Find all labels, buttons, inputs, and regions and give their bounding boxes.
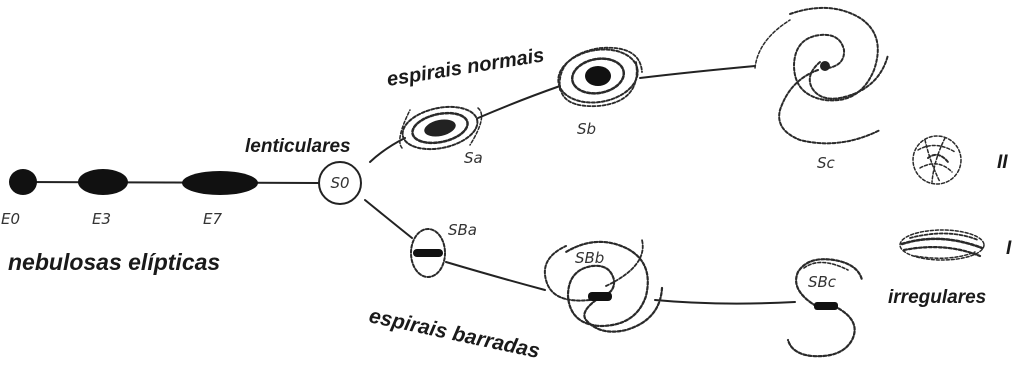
label-sc: Sc [817,154,836,172]
label-s0: S0 [330,174,349,192]
label-irregular-i: I [1006,238,1012,259]
galaxy-sc [755,8,888,143]
galaxy-e0 [9,169,37,195]
label-sba: SBa [448,221,477,239]
label-e0: E0 [1,210,20,228]
line-sa-to-sb [478,86,560,118]
line-sba-to-sbb [446,262,545,290]
galaxy-e7 [182,171,258,195]
elliptical-sequence-line [22,182,318,183]
caption-elliptical: nebulosas elípticas [8,249,220,275]
caption-barred-spirals: espirais barradas [367,304,542,363]
galaxy-e3 [78,169,128,195]
label-sb: Sb [577,120,596,138]
label-irregular-ii: II [997,152,1008,173]
label-e7: E7 [203,210,222,228]
line-sb-to-sc [640,66,755,78]
label-sbb: SBb [575,249,604,267]
label-e3: E3 [92,210,111,228]
galaxy-sb [554,43,642,108]
line-s0-to-sba [365,200,412,238]
label-sbc: SBc [808,273,837,291]
galaxy-sa [399,101,482,156]
line-sbb-to-sbc [655,300,795,304]
label-sa: Sa [464,149,483,167]
caption-lenticular: lenticulares [245,136,351,157]
galaxy-sba [411,229,445,277]
caption-irregulars: irregulares [888,287,986,308]
caption-normal-spirals: espirais normais [385,44,545,91]
galaxy-irregular-i [900,230,984,260]
galaxy-irregular-ii [913,136,961,184]
